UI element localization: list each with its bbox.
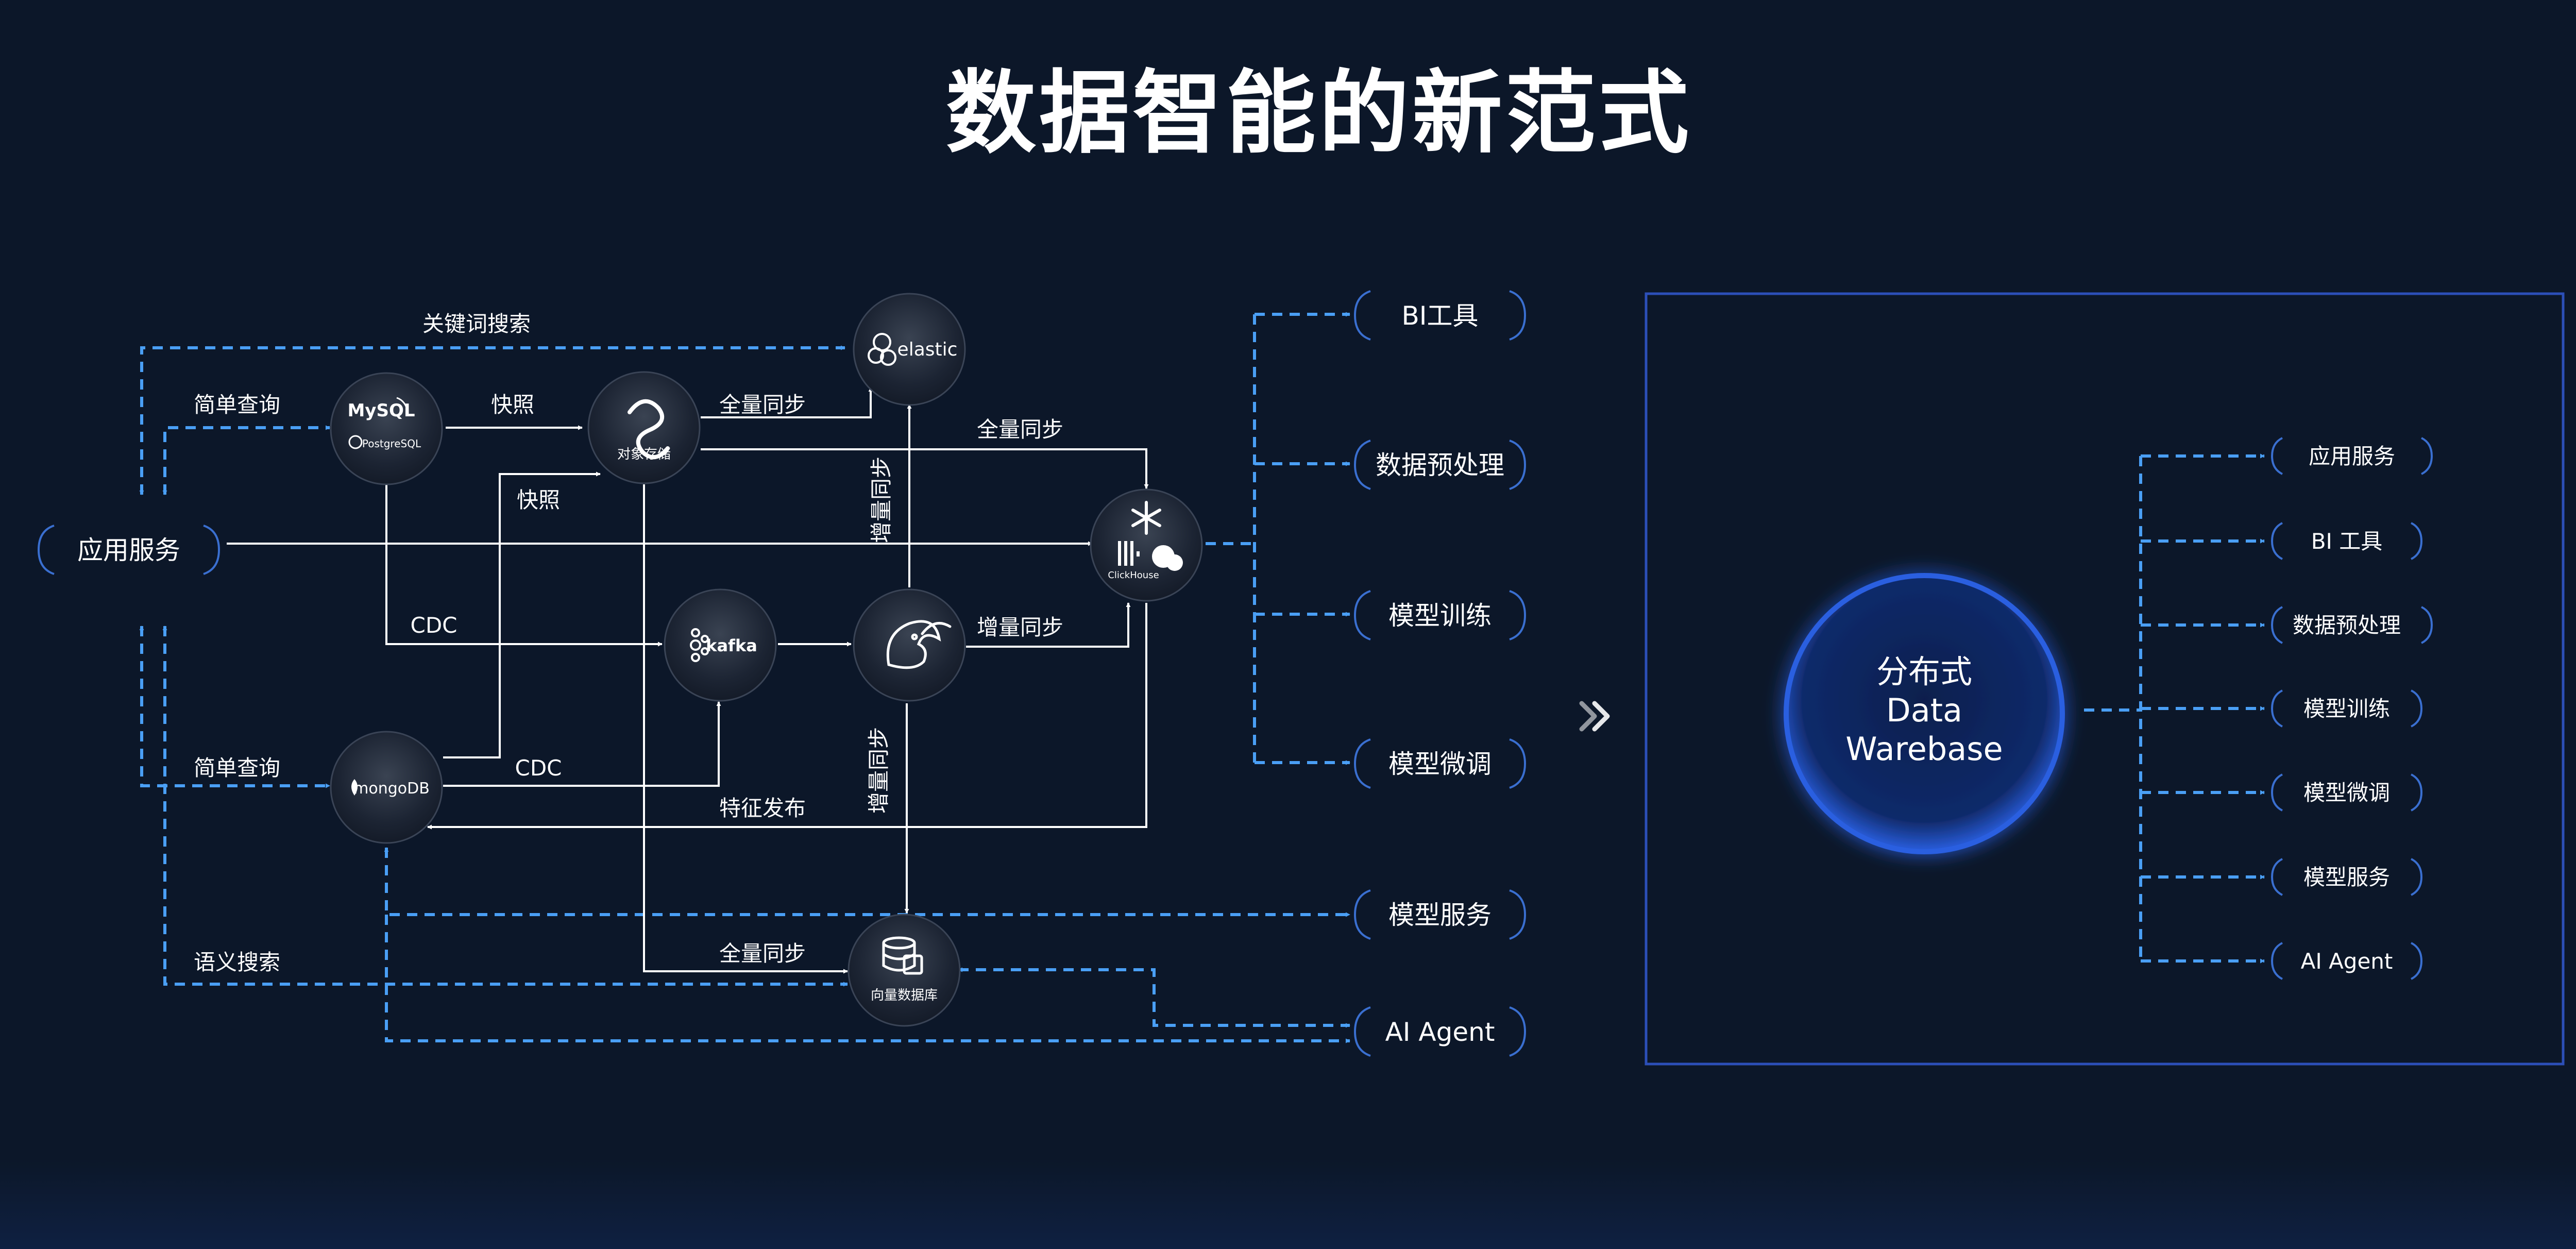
edge-semantic-search <box>162 626 848 987</box>
label-incremental-sync-vector: 增量同步 <box>866 727 891 814</box>
elephant-icon <box>348 435 363 449</box>
elastic-label: elastic <box>897 339 958 360</box>
output-training-label: 模型训练 <box>1388 601 1492 631</box>
flink-node <box>853 588 966 702</box>
edge-flink-clickhouse <box>966 602 1131 648</box>
database-icon <box>882 936 923 975</box>
label-simple-query-top: 简单查询 <box>194 392 280 417</box>
wb-output-finetune-label: 模型微调 <box>2303 780 2390 805</box>
warebase-node: 分布式 Data Warebase <box>1784 573 2065 854</box>
snowflake-icon <box>1131 501 1161 535</box>
warebase-edges <box>2084 453 2265 964</box>
output-ai-agent-label: AI Agent <box>1385 1017 1495 1047</box>
label-keyword-search: 关键词搜索 <box>422 311 531 336</box>
mongodb-node: mongoDB <box>330 731 443 844</box>
wb-output-model-service: 模型服务 <box>2270 858 2423 896</box>
wb-output-finetune: 模型微调 <box>2270 773 2423 812</box>
label-snapshot-1: 快照 <box>491 392 534 417</box>
object-storage-label: 对象存储 <box>617 447 671 462</box>
clickhouse-bars-icon <box>1118 541 1140 566</box>
label-full-sync-clickhouse: 全量同步 <box>977 417 1063 442</box>
app-service-node: 应用服务 <box>37 525 221 575</box>
wb-output-bi-label: BI 工具 <box>2311 529 2383 554</box>
edge-mysql-kafka <box>385 484 663 647</box>
output-bi-label: BI工具 <box>1401 301 1478 331</box>
kafka-node: kafka <box>664 588 777 702</box>
vector-db-label: 向量数据库 <box>871 988 938 1003</box>
label-feature-publish: 特征发布 <box>719 796 806 821</box>
output-preprocess-label: 数据预处理 <box>1376 450 1504 480</box>
transition-arrow-icon <box>1579 701 1610 732</box>
warebase-panel <box>1645 292 2565 1066</box>
warebase-outputs: 应用服务 BI 工具 数据预处理 模型训练 模型微调 模型服务 <box>2270 437 2433 980</box>
edge-keyword-search <box>139 345 845 495</box>
label-semantic-search: 语义搜索 <box>194 950 280 975</box>
wb-output-ai-agent: AI Agent <box>2270 942 2423 980</box>
output-pill-ai-agent: AI Agent <box>1353 1006 1527 1057</box>
elastic-node: elastic <box>853 293 966 406</box>
dashed-edges <box>139 312 1350 1043</box>
wb-output-model-service-label: 模型服务 <box>2303 865 2390 890</box>
output-finetune-label: 模型微调 <box>1388 749 1492 779</box>
output-pill-model-service: 模型服务 <box>1353 889 1527 940</box>
kafka-label: kafka <box>706 636 757 655</box>
output-pill-preprocess: 数据预处理 <box>1353 440 1527 490</box>
mongodb-label: mongoDB <box>353 780 430 798</box>
clickhouse-node: ClickHouse <box>1090 488 1203 602</box>
label-incremental-sync-elastic: 增量同步 <box>869 457 894 543</box>
warebase-line1: 分布式 <box>1876 653 1972 690</box>
edge-vector-ai-agent <box>958 967 1350 1028</box>
output-pill-bi: BI工具 <box>1353 290 1527 341</box>
wb-output-preprocess: 数据预处理 <box>2270 606 2433 644</box>
edge-mongo-ai-agent <box>385 915 1350 1043</box>
dolphin-icon <box>396 397 409 414</box>
solid-edges <box>227 387 1149 974</box>
vector-db-node: 向量数据库 <box>848 914 961 1027</box>
label-incremental-sync-clickhouse: 增量同步 <box>977 615 1063 640</box>
wb-output-app-service: 应用服务 <box>2270 437 2433 475</box>
output-model-service-label: 模型服务 <box>1388 900 1492 930</box>
page-title: 数据智能的新范式 <box>946 61 1692 166</box>
label-cdc-mongo: CDC <box>515 755 562 781</box>
edge-mongo-model-service <box>384 847 1350 917</box>
edge-mongo-storage <box>443 471 601 758</box>
wb-output-preprocess-label: 数据预处理 <box>2293 613 2401 638</box>
edge-storage-elastic <box>701 387 873 418</box>
mysql-postgres-node: MySQL PostgreSQL <box>330 372 443 485</box>
postgresql-label: PostgreSQL <box>362 437 421 450</box>
edge-labels: 关键词搜索 简单查询 快照 快照 全量同步 全量同步 CDC 增量同步 简单查询… <box>194 311 1063 975</box>
kafka-icon <box>690 628 709 662</box>
output-pill-training: 模型训练 <box>1353 590 1527 640</box>
wb-output-ai-agent-label: AI Agent <box>2301 949 2393 974</box>
storage-knot-icon <box>628 399 670 460</box>
wb-output-training: 模型训练 <box>2270 689 2423 728</box>
bottom-glow <box>0 1159 2576 1249</box>
app-service-label: 应用服务 <box>77 535 180 565</box>
output-pill-finetune: 模型微调 <box>1353 738 1527 789</box>
warebase-line3: Warebase <box>1845 730 2003 768</box>
edge-storage-clickhouse <box>701 448 1149 489</box>
wb-output-app-service-label: 应用服务 <box>2309 444 2395 469</box>
edge-simple-query-top <box>162 425 330 495</box>
elastic-icon <box>868 333 896 366</box>
flink-squirrel-icon <box>886 620 952 669</box>
wb-output-bi: BI 工具 <box>2270 522 2423 560</box>
left-outputs: BI工具 数据预处理 模型训练 模型微调 模型服务 AI Agent <box>1353 290 1527 1057</box>
wb-output-training-label: 模型训练 <box>2303 696 2390 721</box>
label-full-sync-vector: 全量同步 <box>719 941 806 966</box>
edge-clickhouse-mongo <box>427 603 1147 830</box>
label-full-sync-elastic: 全量同步 <box>719 392 806 417</box>
object-storage-node: 对象存储 <box>587 371 701 484</box>
edge-storage-vector <box>643 484 848 974</box>
clickhouse-label: ClickHouse <box>1108 570 1159 581</box>
mongo-leaf-icon <box>351 779 358 796</box>
warebase-line2: Data <box>1886 691 1962 729</box>
label-simple-query-bottom: 简单查询 <box>194 755 280 781</box>
edge-mongo-kafka <box>443 701 721 787</box>
label-cdc-mysql: CDC <box>411 613 457 638</box>
label-snapshot-2: 快照 <box>517 487 560 513</box>
